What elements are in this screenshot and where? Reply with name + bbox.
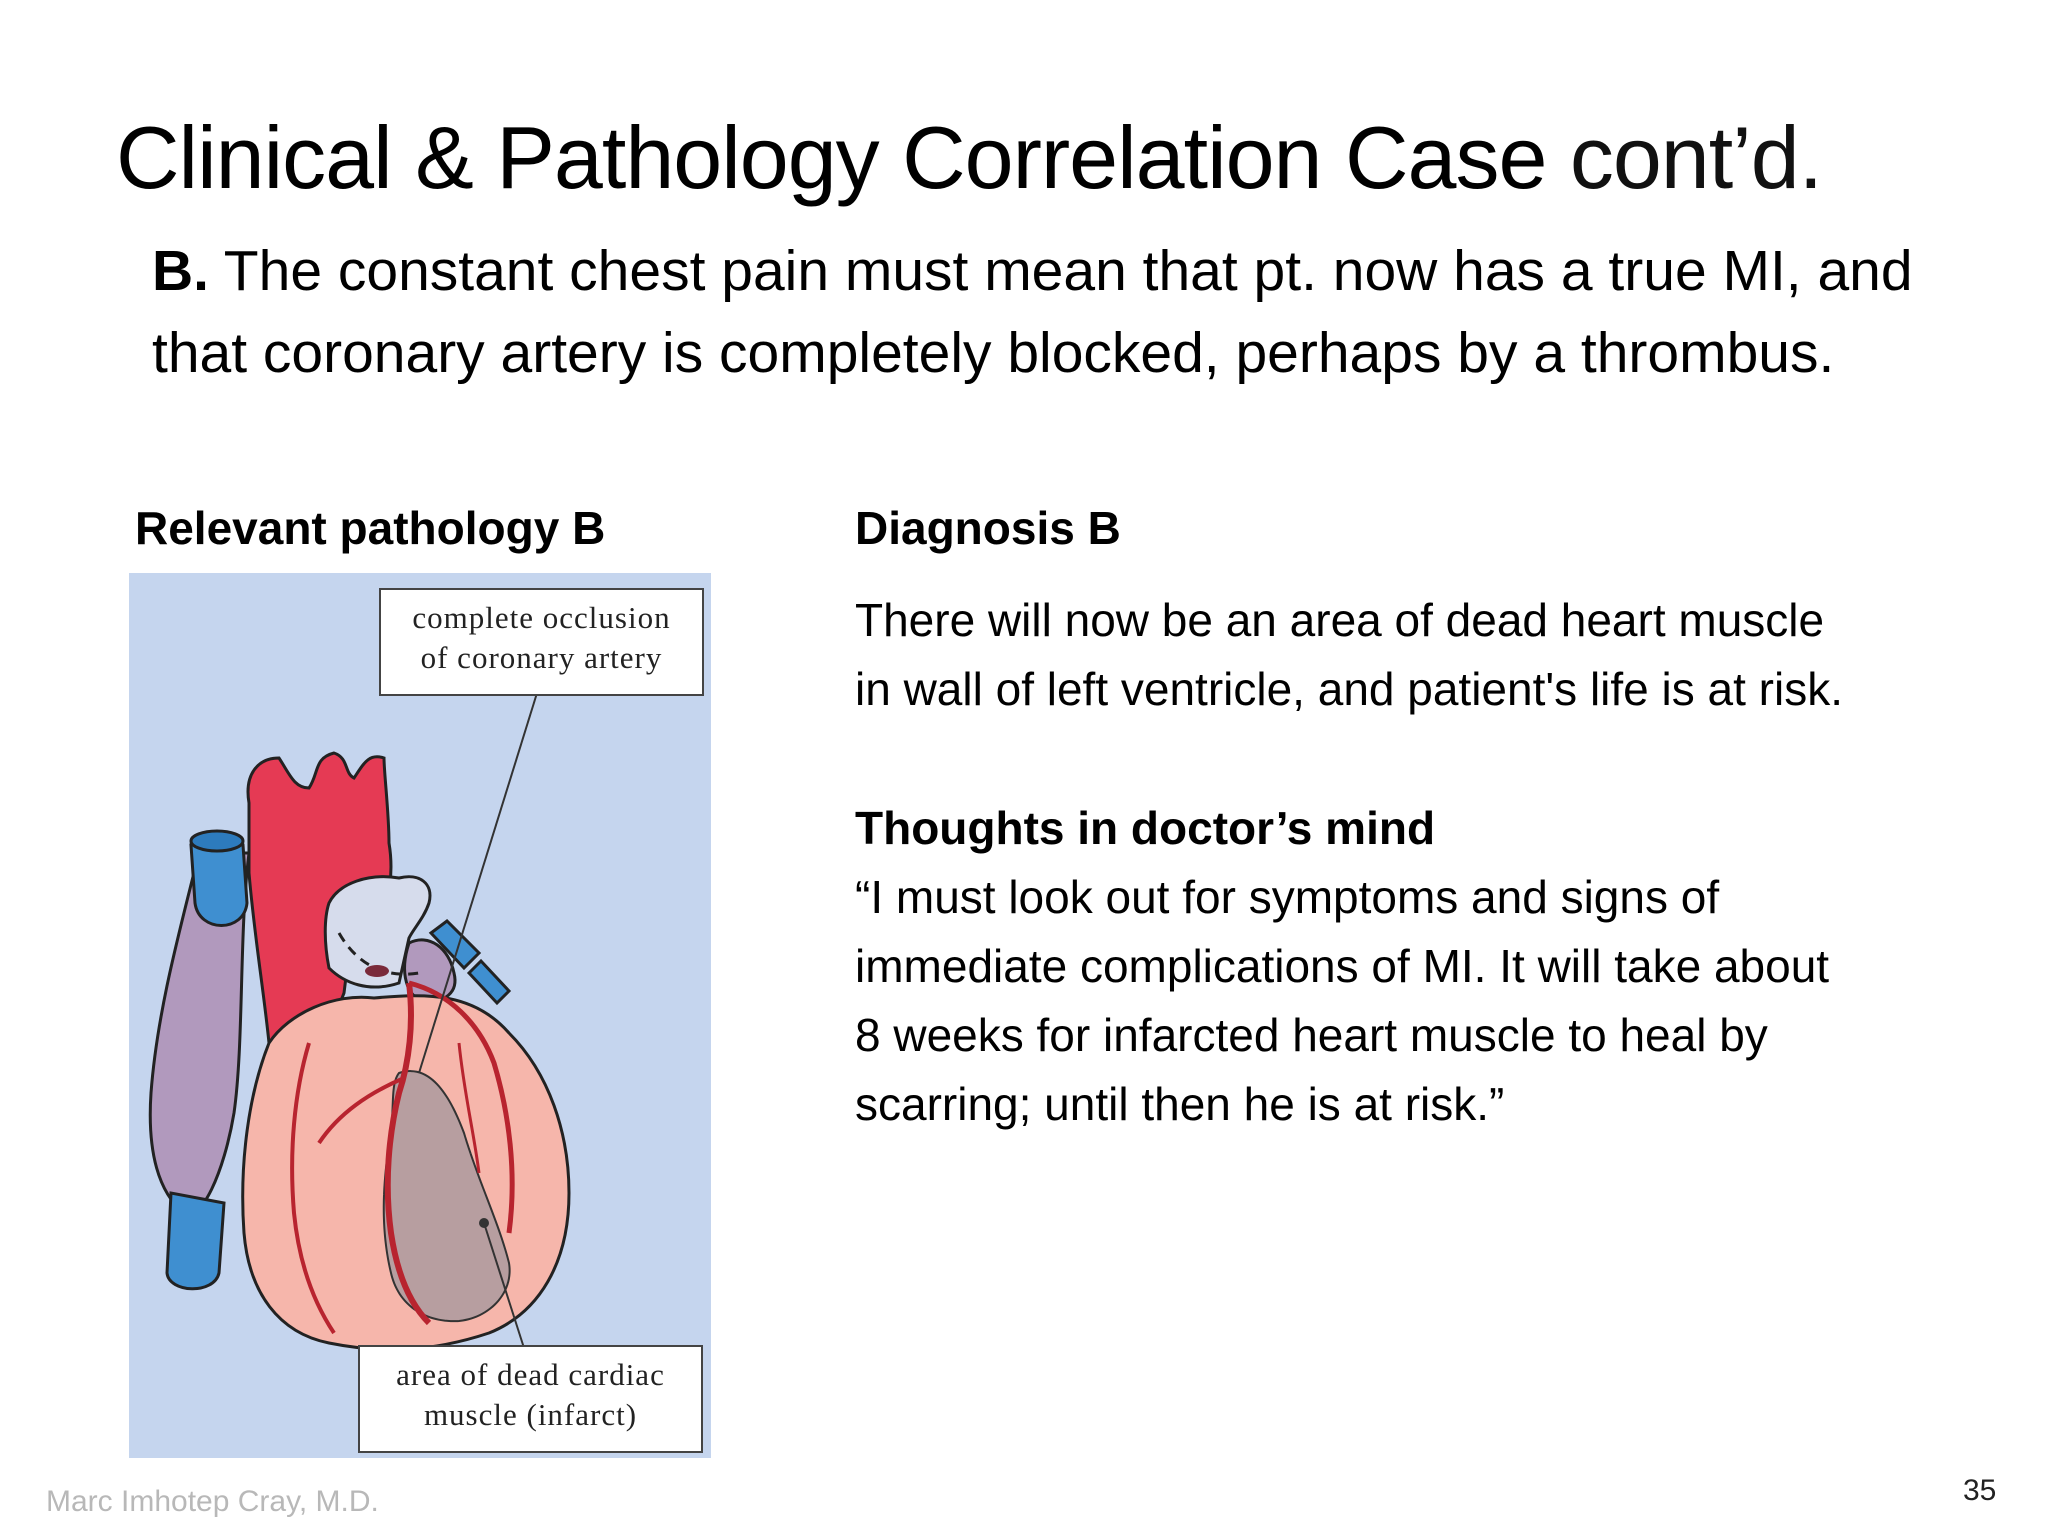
page-number: 35 <box>1963 1474 1997 1507</box>
thoughts-heading: Thoughts in doctor’s mind <box>855 802 1436 854</box>
thoughts-line-3: 8 weeks for infarcted heart muscle to he… <box>855 1009 1768 1061</box>
pointer-line-occlusion <box>418 692 538 1074</box>
diagnosis-line-2: in wall of left ventricle, and patient's… <box>855 663 1843 715</box>
inferior-vena-cava <box>165 1191 226 1291</box>
relevant-pathology-heading: Relevant pathology B <box>135 502 606 554</box>
thoughts-line-2: immediate complications of MI. It will t… <box>855 940 1830 992</box>
callout-infarct-line2: muscle (infarct) <box>423 1397 638 1432</box>
callout-infarct: area of dead cardiac muscle (infarct) <box>358 1345 703 1453</box>
intro-paragraph: B. The constant chest pain must mean tha… <box>152 230 1932 394</box>
diagnosis-heading: Diagnosis B <box>855 502 1121 554</box>
thrombus <box>365 965 389 977</box>
coronary-branch-left <box>317 1076 405 1145</box>
coronary-artery-circumflex <box>408 980 515 1234</box>
callout-occlusion: complete occlusion of coronary artery <box>379 588 704 696</box>
thoughts-line-1: “I must look out for symptoms and signs … <box>855 871 1720 923</box>
superior-vena-cava <box>189 843 249 927</box>
title-main: Clinical & Pathology Correlation Case <box>116 108 1547 207</box>
thoughts-line-4: scarring; until then he is at risk.” <box>855 1078 1505 1130</box>
coronary-branch-diagonal <box>457 1042 481 1174</box>
callout-infarct-line1: area of dead cardiac <box>396 1357 665 1392</box>
coronary-artery-right <box>290 1042 336 1335</box>
footer-author: Marc Imhotep Cray, M.D. <box>46 1485 379 1518</box>
title-suffix: cont’d. <box>1546 108 1823 207</box>
pointer-dot-infarct <box>479 1218 489 1228</box>
pulmonary-vein-lower <box>466 958 512 1006</box>
pointer-line-infarct <box>483 1222 525 1349</box>
coronary-artery-anterior <box>384 982 432 1326</box>
vena-cava-opening <box>189 829 245 853</box>
diagnosis-line-1: There will now be an area of dead heart … <box>855 594 1825 646</box>
heart-diagram <box>148 692 571 1352</box>
callout-occlusion-line1: complete occlusion <box>412 600 671 635</box>
intro-label: B. <box>152 239 209 303</box>
heart-illustration: complete occlusion of coronary artery ar… <box>129 573 711 1458</box>
pulmonary-vein-upper <box>428 919 482 971</box>
slide-title: Clinical & Pathology Correlation Case co… <box>116 108 1823 208</box>
callout-occlusion-line2: of coronary artery <box>420 640 663 675</box>
intro-text: The constant chest pain must mean that p… <box>152 239 1913 385</box>
